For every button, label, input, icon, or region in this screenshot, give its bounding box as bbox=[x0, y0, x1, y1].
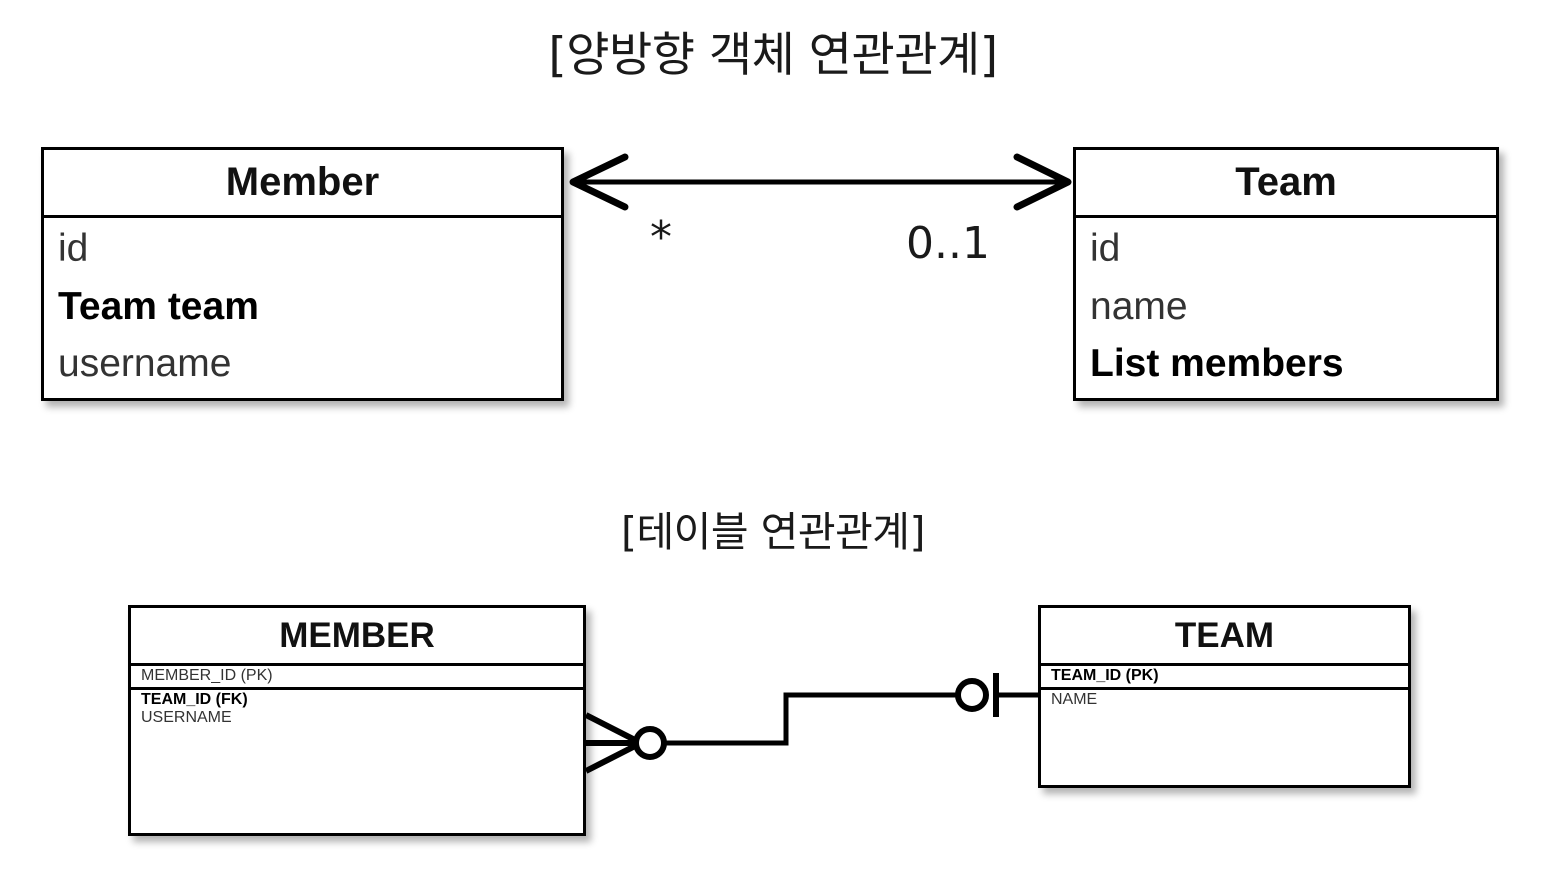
table-compartment-columns: NAME bbox=[1041, 687, 1408, 711]
table-box-team[interactable]: TEAM TEAM_ID (PK) NAME bbox=[1038, 605, 1411, 788]
table-name-team: TEAM bbox=[1041, 608, 1408, 666]
table-name-member: MEMBER bbox=[131, 608, 583, 666]
attribute-username: username bbox=[58, 342, 232, 386]
column-team-id-fk: TEAM_ID (FK) bbox=[141, 691, 248, 708]
attribute-members: List members bbox=[1090, 342, 1344, 386]
class-attributes-team: id name List members bbox=[1076, 218, 1496, 393]
cardinality-zero-or-one-label: 0..1 bbox=[906, 218, 990, 269]
class-box-team[interactable]: Team id name List members bbox=[1073, 147, 1499, 401]
column-username: USERNAME bbox=[141, 709, 232, 726]
attribute-name: name bbox=[1090, 284, 1188, 328]
crows-foot-many-symbol bbox=[584, 712, 643, 774]
zero-circle-team-end bbox=[955, 678, 989, 712]
crows-foot-relationship bbox=[584, 673, 1040, 774]
table-compartment-pk: MEMBER_ID (PK) bbox=[131, 666, 583, 687]
bidirectional-association-arrow bbox=[569, 153, 1072, 211]
column-name: NAME bbox=[1051, 691, 1098, 708]
column-member-id: MEMBER_ID (PK) bbox=[141, 667, 273, 684]
attribute-id: id bbox=[58, 227, 89, 270]
class-name-member: Member bbox=[44, 150, 561, 218]
table-section-title: [테이블 연관관계] bbox=[620, 508, 926, 556]
zero-circle-member-end bbox=[633, 726, 667, 760]
column-team-id-pk: TEAM_ID (PK) bbox=[1051, 667, 1159, 684]
attribute-id: id bbox=[1090, 227, 1121, 270]
cardinality-many-label: * bbox=[650, 212, 672, 263]
object-section-title: [양방향 객체 연관관계] bbox=[548, 28, 998, 83]
table-compartment-columns: TEAM_ID (FK) USERNAME bbox=[131, 687, 583, 729]
table-box-member[interactable]: MEMBER MEMBER_ID (PK) TEAM_ID (FK) USERN… bbox=[128, 605, 586, 836]
class-name-team: Team bbox=[1076, 150, 1496, 218]
class-box-member[interactable]: Member id Team team username bbox=[41, 147, 564, 401]
class-attributes-member: id Team team username bbox=[44, 218, 561, 393]
attribute-team: Team team bbox=[58, 284, 259, 328]
table-compartment-pk: TEAM_ID (PK) bbox=[1041, 666, 1408, 687]
